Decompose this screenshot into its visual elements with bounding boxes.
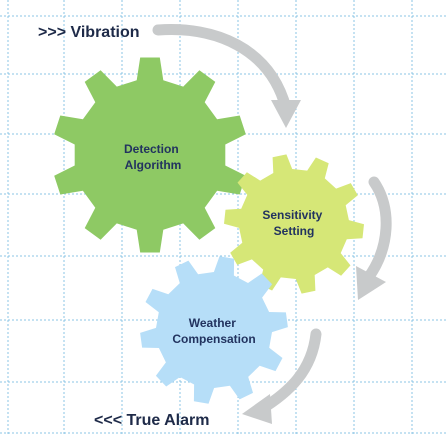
weather-gear xyxy=(140,256,288,404)
sensitivity-gear-label: Sensitivity Setting xyxy=(262,208,325,238)
detection-gear-label: Detection Algorithm xyxy=(124,142,182,172)
flow-arrow-bottom xyxy=(242,328,322,424)
detection-gear xyxy=(54,57,246,253)
sensitivity-gear xyxy=(224,154,364,294)
input-vibration-label: >>> Vibration xyxy=(38,24,140,41)
output-true-alarm-label: <<< True Alarm xyxy=(94,412,209,429)
weather-gear-label: Weather Compensation xyxy=(172,316,255,346)
flow-arrow-top xyxy=(152,24,301,128)
flow-arrow-right xyxy=(356,176,392,300)
